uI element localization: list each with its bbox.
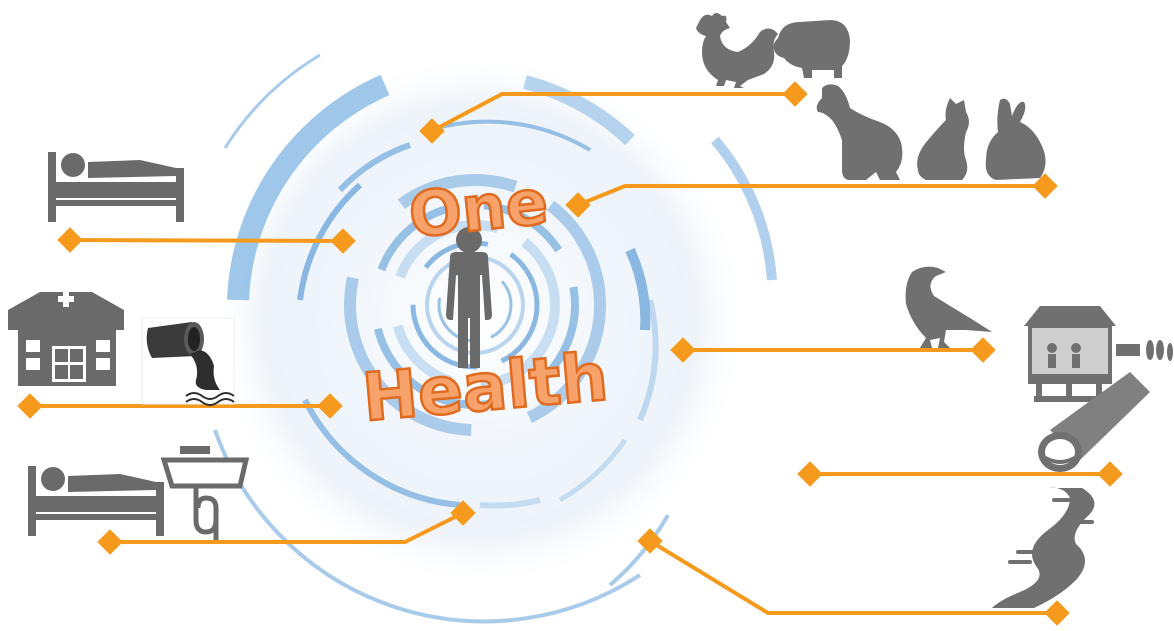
pig-icon bbox=[773, 20, 850, 78]
stilt-house-icon bbox=[1024, 306, 1173, 402]
hospital-bed-icon bbox=[48, 152, 184, 222]
endpoint bbox=[17, 393, 43, 419]
connector-bed-sink bbox=[110, 511, 464, 544]
endpoint bbox=[670, 337, 696, 363]
wastewater-pipe-icon bbox=[141, 317, 235, 406]
endpoint bbox=[637, 528, 663, 554]
crow-icon bbox=[905, 266, 992, 348]
connector-river bbox=[648, 539, 1057, 615]
connector-lines bbox=[30, 92, 1110, 615]
endpoint bbox=[419, 118, 445, 144]
river-icon bbox=[992, 487, 1095, 608]
endpoint bbox=[330, 228, 356, 254]
endpoint bbox=[782, 81, 808, 107]
rabbit-icon bbox=[985, 98, 1046, 180]
endpoint bbox=[1097, 461, 1123, 487]
title-line-one: One bbox=[405, 165, 551, 252]
hospital-icon bbox=[8, 291, 124, 386]
endpoint bbox=[317, 393, 343, 419]
cat-icon bbox=[917, 98, 969, 180]
endpoint bbox=[970, 337, 996, 363]
connector-livestock bbox=[431, 92, 795, 133]
connector-bed-top bbox=[69, 238, 344, 243]
concentric-rings bbox=[213, 53, 777, 624]
person-icon bbox=[446, 227, 492, 368]
connector-pets bbox=[577, 184, 1045, 207]
hospital-bed-icon bbox=[28, 466, 164, 536]
endpoint bbox=[450, 500, 476, 526]
endpoint bbox=[797, 461, 823, 487]
endpoint bbox=[57, 227, 83, 253]
sink-drain-icon bbox=[160, 446, 250, 540]
dog-icon bbox=[816, 84, 903, 180]
endpoint bbox=[1044, 600, 1070, 626]
endpoint bbox=[565, 192, 591, 218]
sewer-pipe-icon bbox=[1038, 372, 1150, 472]
endpoint bbox=[97, 529, 123, 555]
rooster-icon bbox=[696, 13, 778, 88]
